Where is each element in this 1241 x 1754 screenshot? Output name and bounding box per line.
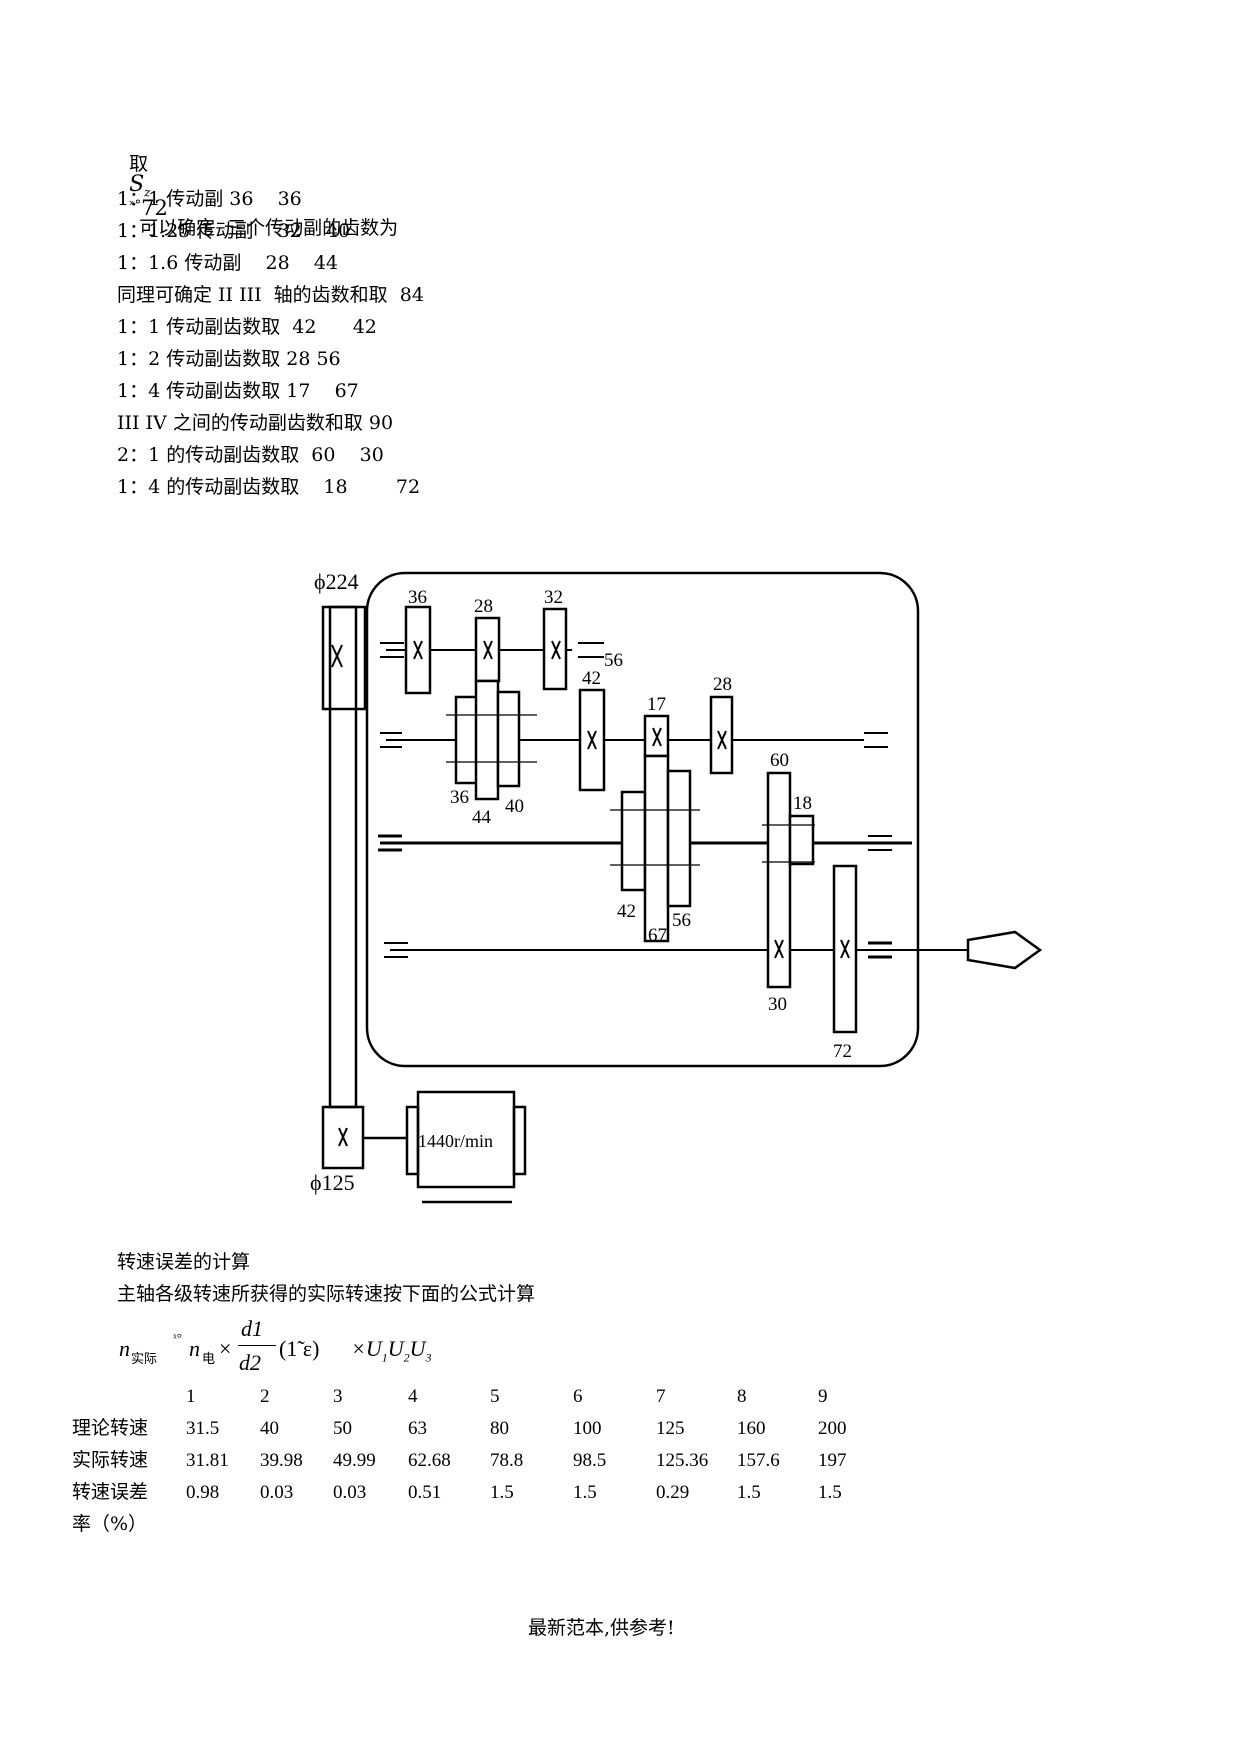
line-3: 1：1.6 传动副 28 44: [117, 252, 339, 274]
line-7: 1：4 传动副齿数取 17 67: [117, 380, 359, 402]
label-g40: 40: [505, 796, 524, 817]
intro-approx: ˣ°: [129, 198, 142, 214]
gear-42a: [578, 688, 606, 792]
label-g56a: 56: [604, 650, 623, 671]
motor-end-left: [405, 1105, 420, 1176]
formula-paren: (1̃ ε): [279, 1336, 320, 1361]
label-g72: 72: [833, 1041, 852, 1062]
line-5: 1：1 传动副齿数取 42 42: [117, 316, 377, 338]
label-pulley-top: ϕ224: [314, 569, 359, 594]
label-g67: 67: [648, 925, 667, 946]
intro-line: 取 Sz ˣ°72 可以确定 三个传动副的齿数为: [117, 136, 398, 238]
intro-symbol: Sz: [129, 172, 151, 200]
section-desc: 主轴各级转速所获得的实际转速按下面的公式计算: [117, 1283, 536, 1305]
gear-56: [666, 769, 692, 908]
motor-end-right: [512, 1105, 527, 1176]
formula-u-expr: ×U1U2U3: [351, 1336, 432, 1365]
formula-n: n: [119, 1336, 130, 1361]
label-g28a: 28: [474, 596, 493, 617]
formula-den: d2: [239, 1350, 261, 1375]
label-pulley-bottom: ϕ125: [310, 1170, 355, 1195]
formula-times: ×: [219, 1336, 232, 1361]
formula-fraction-bar: [238, 1345, 276, 1346]
line-4: 同理可确定 II III 轴的齿数和取 84: [117, 284, 424, 306]
formula-n2: n: [189, 1336, 200, 1361]
intro-rest: 可以确定 三个传动副的齿数为: [139, 217, 399, 240]
formula-num: d1: [241, 1316, 263, 1341]
gear-28b: [709, 695, 734, 775]
line-9: 2：1 的传动副齿数取 60 30: [117, 444, 384, 466]
line-2: 1：1.25 传动副 32 40: [117, 220, 351, 242]
section-heading: 转速误差的计算: [117, 1251, 251, 1273]
gear-60: [766, 771, 792, 989]
gear-40: [496, 690, 521, 788]
label-g17: 17: [647, 694, 666, 715]
line-8: III IV 之间的传动副齿数和取 90: [117, 412, 394, 434]
gear-67: [643, 754, 670, 943]
output-cone: [966, 930, 1043, 970]
label-g28b: 28: [713, 674, 732, 695]
label-g44: 44: [472, 807, 492, 828]
gear-42b: [620, 790, 647, 892]
label-motor: 1440r/min: [418, 1131, 493, 1151]
gear-44: [474, 679, 500, 801]
intro-value: 72: [141, 196, 168, 221]
page-footer: 最新范本,供参考!: [528, 1617, 675, 1639]
belt-inner: [328, 605, 358, 1109]
label-g36b: 36: [450, 787, 469, 808]
line-6: 1：2 传动副齿数取 28 56: [117, 348, 341, 370]
formula-approx: ˣ°: [173, 1330, 182, 1345]
label-g42b: 42: [617, 901, 636, 922]
label-g42a: 42: [582, 668, 601, 689]
label-g56b: 56: [672, 910, 691, 931]
formula-sub-actual: 实际: [131, 1351, 158, 1366]
gear-18: [788, 814, 815, 866]
label-g18: 18: [793, 793, 812, 814]
label-g36a: 36: [408, 587, 427, 608]
label-g30: 30: [768, 994, 787, 1015]
gearbox-housing: [365, 571, 920, 1068]
intro-prefix: 取: [129, 153, 149, 175]
formula-sub-motor: 电: [202, 1351, 216, 1366]
label-g32: 32: [544, 587, 563, 608]
line-1: 1：1 传动副 36 36: [117, 188, 302, 210]
label-g60: 60: [770, 750, 789, 771]
line-10: 1：4 的传动副齿数取 18 72: [117, 476, 421, 498]
